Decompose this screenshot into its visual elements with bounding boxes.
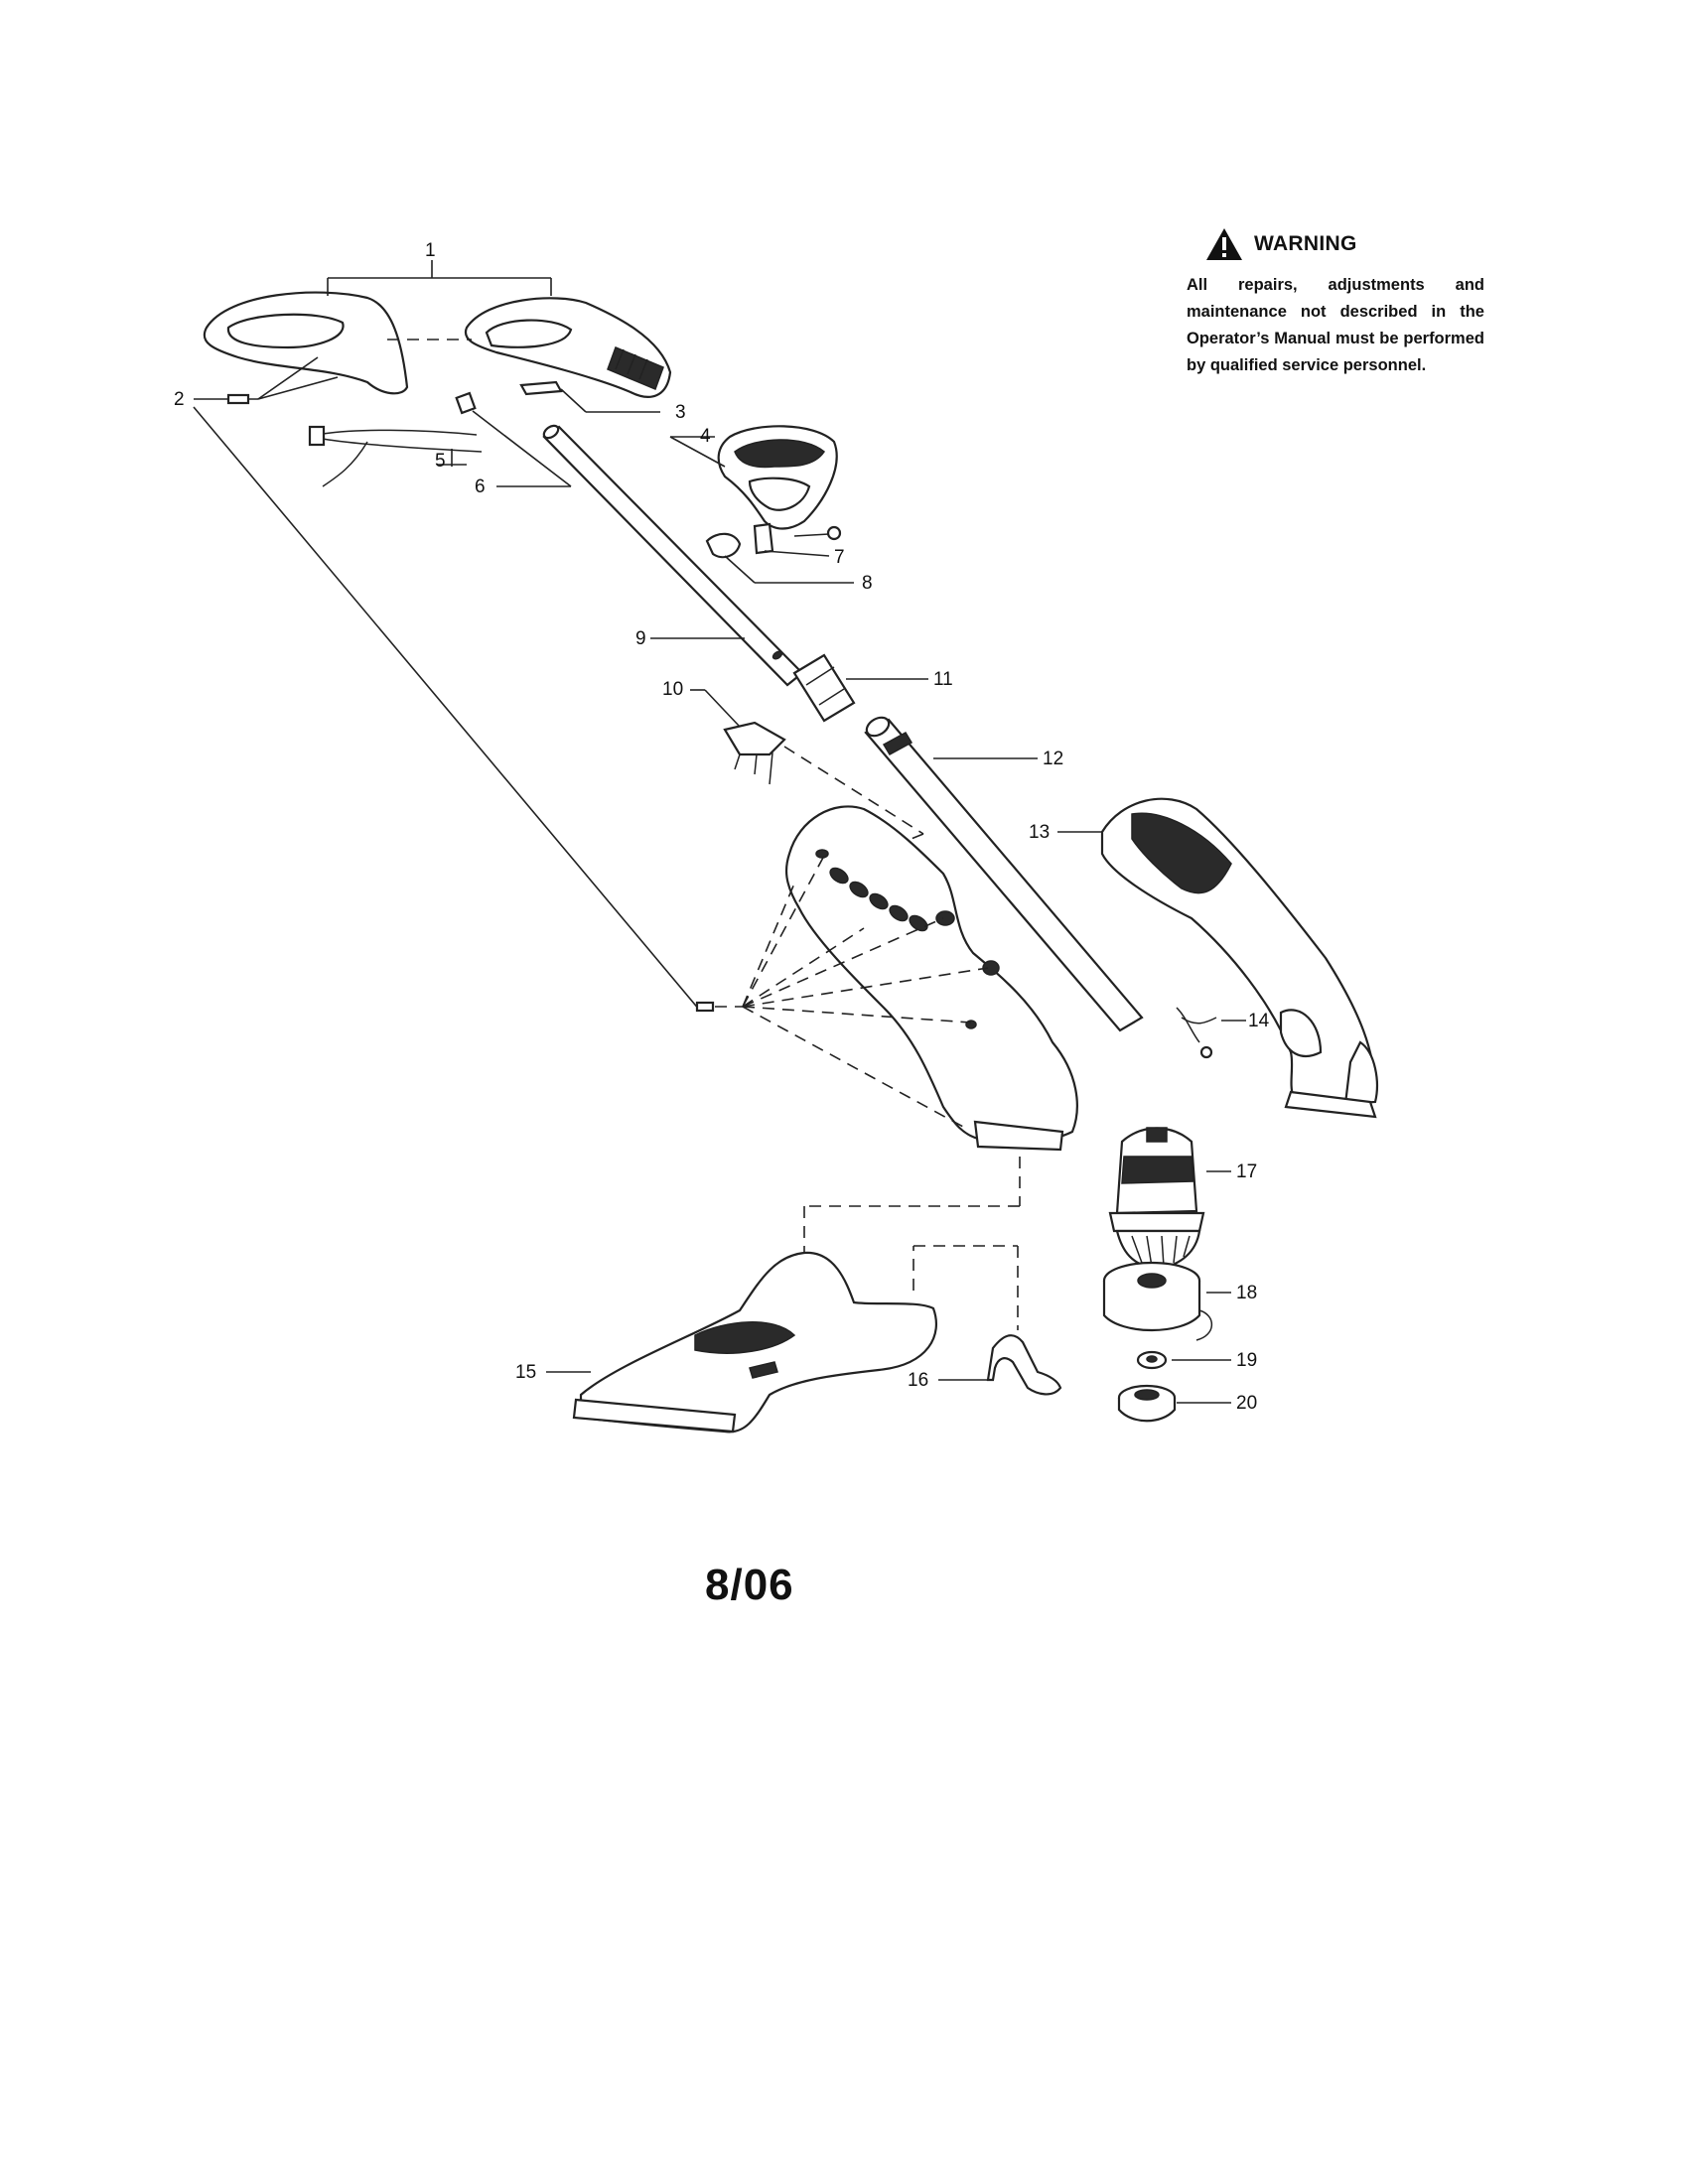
part-19-washer bbox=[1136, 1350, 1168, 1370]
warning-triangle-icon bbox=[1206, 228, 1242, 260]
callout-10: 10 bbox=[662, 679, 683, 700]
part-1-handle-assembly bbox=[203, 291, 672, 398]
callout-2: 2 bbox=[174, 389, 185, 410]
warning-title: WARNING bbox=[1254, 232, 1357, 255]
callout-6: 6 bbox=[475, 477, 486, 497]
callout-12: 12 bbox=[1043, 749, 1063, 769]
callout-8: 8 bbox=[862, 573, 873, 594]
part-3-switch bbox=[519, 380, 563, 396]
callout-14: 14 bbox=[1248, 1011, 1270, 1031]
callout-4: 4 bbox=[700, 426, 711, 447]
part-9-upper-shaft bbox=[542, 424, 804, 687]
part-11-shaft-coupler bbox=[792, 653, 856, 723]
part-16-line-cutter-bracket bbox=[986, 1334, 1062, 1396]
callout-17: 17 bbox=[1236, 1161, 1257, 1182]
callout-9: 9 bbox=[635, 628, 646, 649]
callout-11: 11 bbox=[933, 669, 953, 690]
part-10-clip bbox=[723, 721, 786, 785]
part-5-power-cord bbox=[308, 425, 483, 487]
part-18-spool bbox=[1102, 1261, 1213, 1341]
callout-13: 13 bbox=[1029, 822, 1050, 843]
callout-7: 7 bbox=[834, 547, 845, 568]
warning-header: WARNING bbox=[1204, 226, 1484, 262]
part-6-cord-clip bbox=[455, 391, 477, 415]
callout-5: 5 bbox=[435, 451, 446, 472]
part-7-bolt bbox=[793, 525, 842, 541]
part-15-guard bbox=[572, 1251, 938, 1433]
callout-1: 1 bbox=[425, 240, 436, 261]
callout-18: 18 bbox=[1236, 1283, 1257, 1303]
motor-housing-left bbox=[784, 805, 1078, 1152]
warning-text: All repairs, adjustments and maintenance… bbox=[1187, 276, 1484, 374]
part-8-handle-knob bbox=[705, 522, 774, 559]
part-17-motor bbox=[1108, 1127, 1205, 1271]
callout-20: 20 bbox=[1236, 1393, 1257, 1414]
part-4-auxiliary-handle bbox=[717, 425, 838, 530]
revision-date: 8/06 bbox=[705, 1561, 794, 1609]
part-13-motor-housing-right bbox=[1100, 797, 1378, 1119]
callout-3: 3 bbox=[675, 402, 686, 423]
part-20-bump-knob bbox=[1117, 1384, 1177, 1423]
callout-19: 19 bbox=[1236, 1350, 1257, 1371]
callout-15: 15 bbox=[515, 1362, 536, 1383]
part-14-wire-connector bbox=[1176, 1007, 1217, 1059]
callout-16: 16 bbox=[908, 1370, 928, 1391]
warning-notice: WARNING All repairs, adjustments and mai… bbox=[1187, 226, 1484, 379]
part-2-screw bbox=[226, 393, 258, 405]
part-12-lower-shaft bbox=[864, 716, 1144, 1032]
housing-screw bbox=[695, 1001, 715, 1013]
